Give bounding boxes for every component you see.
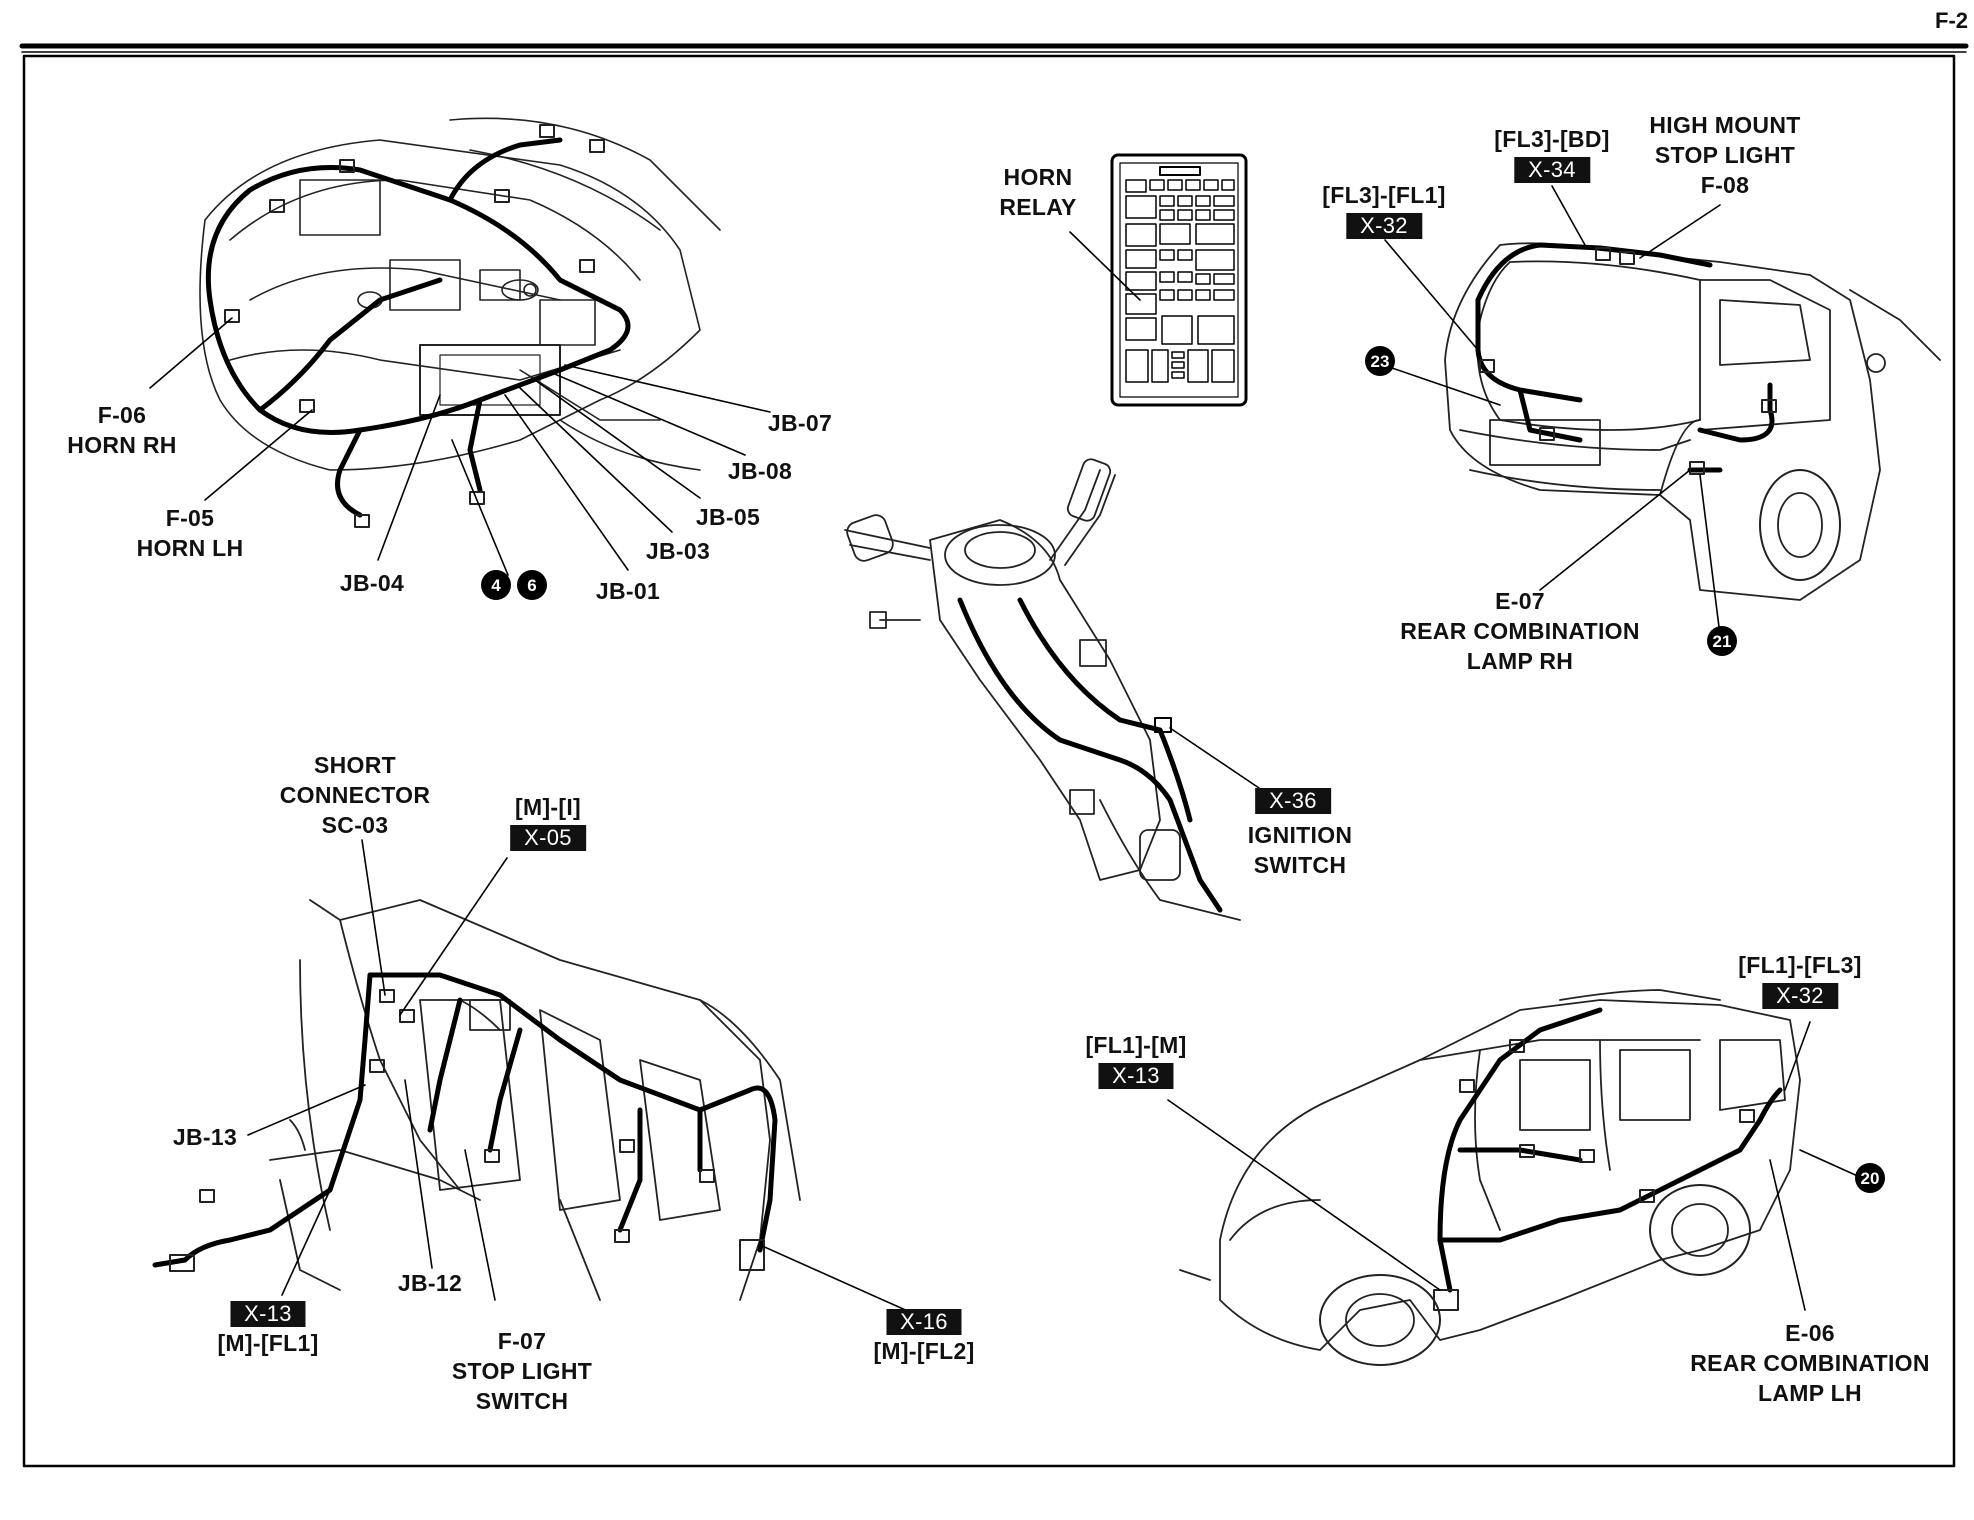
dashboard-sketch: [269, 899, 801, 1301]
engine-harness: [205, 137, 631, 518]
rear-harness: [1475, 242, 1775, 473]
body-x32-callout: [FL1]-[FL3]X-32: [1738, 952, 1862, 1009]
dash-x13-tag: X-13: [230, 1301, 306, 1327]
ground-20-text: 20: [1861, 1169, 1880, 1188]
body-x13-callout: [FL1]-[M]X-13: [1085, 1032, 1187, 1089]
steering-column-sketch: [844, 458, 1241, 921]
ground-4-text: 4: [491, 576, 501, 595]
jb03-label: JB-03: [645, 538, 711, 564]
rear-x34-callout: [FL3]-[BD]X-34: [1494, 126, 1610, 183]
dash-x16-callout: X-16[M]-[FL2]: [873, 1309, 975, 1364]
rear-x32-callout: [FL3]-[FL1]X-32: [1322, 182, 1446, 239]
side-leaders: [1167, 1021, 1863, 1311]
dashboard-harness: [152, 972, 778, 1268]
jb01-label: JB-01: [595, 578, 661, 604]
rear-vehicle-sketch: [1444, 242, 1941, 601]
ground-21-text: 21: [1713, 632, 1732, 651]
dash-x13-callout: X-13[M]-[FL1]: [217, 1301, 319, 1356]
side-vehicle-sketch: [1179, 989, 1801, 1366]
column-x36-callout: X-36: [1255, 785, 1331, 815]
rear-connectors: [1479, 247, 1777, 475]
ground-21-badge: 21: [1707, 626, 1737, 656]
jb13-label: JB-13: [172, 1124, 238, 1150]
page-frame: [19, 43, 1969, 1468]
ground-6-badge: 6: [517, 570, 547, 600]
body-x13-tag: X-13: [1098, 1063, 1174, 1089]
ground-23-text: 23: [1371, 352, 1390, 371]
column-x36-tag: X-36: [1255, 788, 1331, 814]
jb08-label: JB-08: [727, 458, 793, 484]
dash-x05-callout: [M]-[I]X-05: [510, 792, 586, 852]
horn-relay-leader: [1069, 231, 1141, 301]
rear-x32-tag: X-32: [1346, 213, 1422, 239]
jb04-label: JB-04: [339, 570, 405, 596]
rear-x34-tag: X-34: [1514, 157, 1590, 183]
dashboard-connectors: [169, 989, 765, 1272]
ground-4-badge: 4: [481, 570, 511, 600]
ignition-leader: [1169, 727, 1263, 791]
ground-20-badge: 20: [1855, 1163, 1885, 1193]
jb12-label: JB-12: [397, 1270, 463, 1296]
junction-box-sketch: [1110, 153, 1248, 407]
dash-x05-tag: X-05: [510, 825, 586, 851]
column-harness: [957, 597, 1223, 913]
dashboard-leaders: [247, 839, 911, 1313]
body-x32-tag: X-32: [1762, 983, 1838, 1009]
rear-leaders: [1384, 185, 1721, 636]
engine-connectors: [224, 124, 605, 528]
jb07-label: JB-07: [767, 410, 833, 436]
ground-6-text: 6: [527, 576, 536, 595]
jb05-label: JB-05: [695, 504, 761, 530]
engine-leaders: [149, 317, 771, 576]
ground-23-badge: 23: [1365, 346, 1395, 376]
engine-bay-sketch: [199, 117, 721, 471]
dash-x16-tag: X-16: [886, 1309, 962, 1335]
ignition-connector: [1154, 717, 1172, 733]
side-connectors: [1433, 1039, 1755, 1311]
side-harness: [1437, 1007, 1783, 1293]
page-code: F-2: [1935, 8, 1968, 33]
